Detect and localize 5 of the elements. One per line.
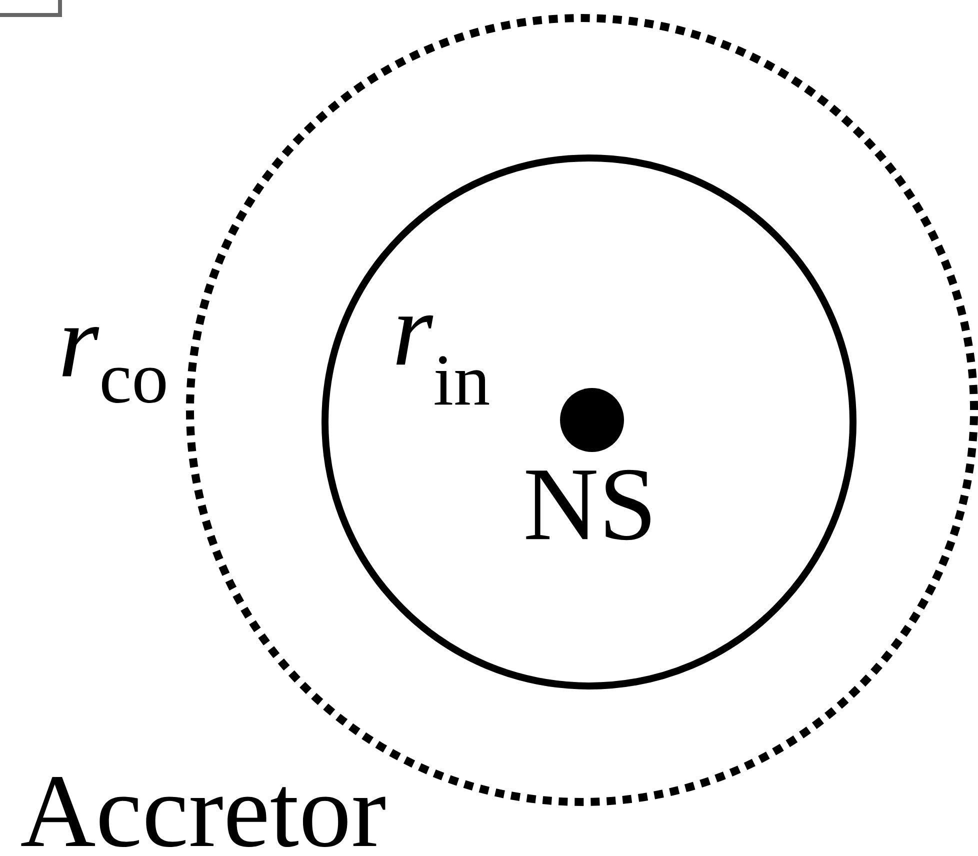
- radius-label: r$_{co}$: [62, 327, 166, 403]
- circle: [322, 154, 856, 690]
- accretor-label: Accretor: [20, 776, 386, 848]
- star-label: NS: [526, 470, 650, 540]
- radius-label: r$_{in}$: [396, 315, 490, 405]
